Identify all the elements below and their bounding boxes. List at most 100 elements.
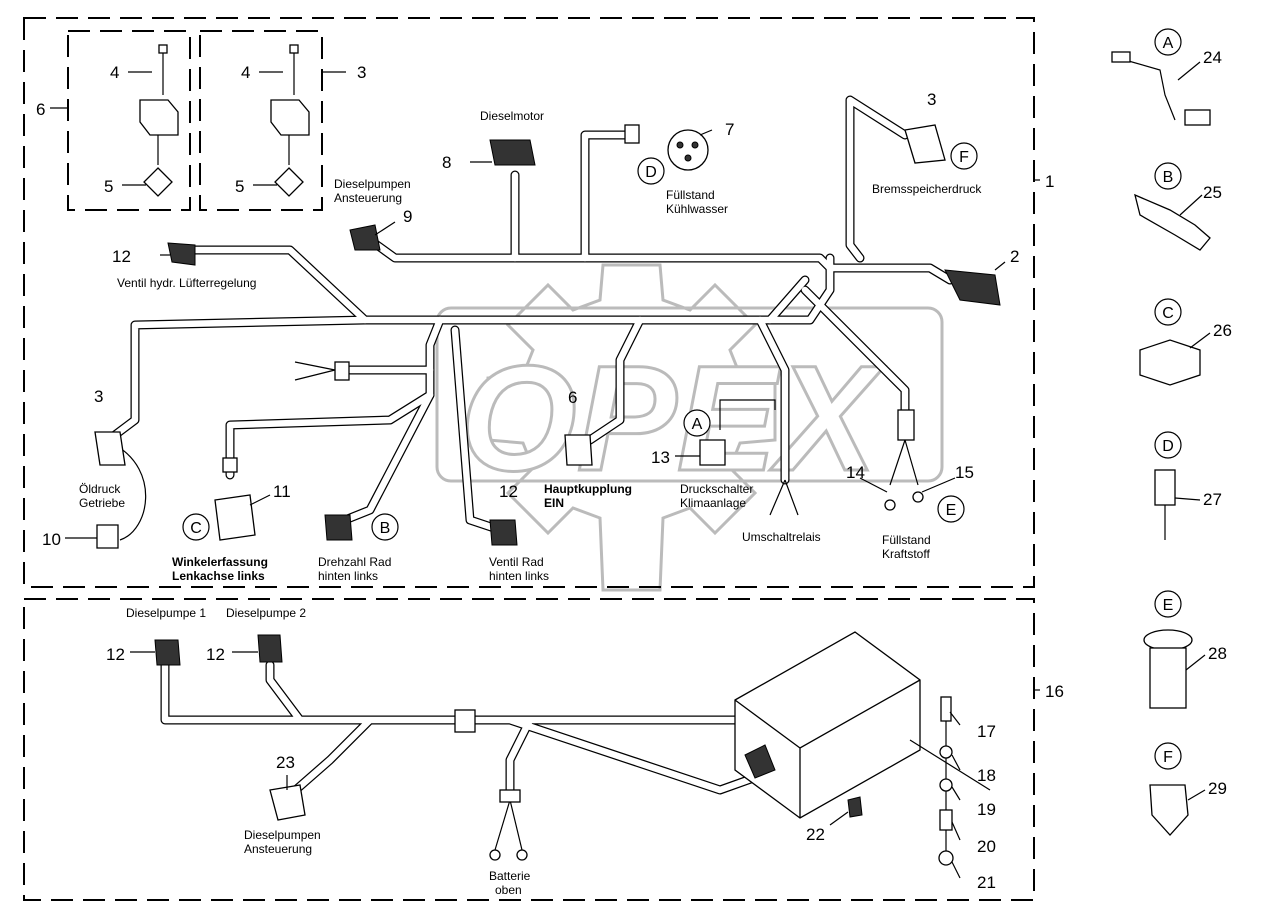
callout-7: 7 xyxy=(725,120,734,139)
control-box-icon xyxy=(734,631,921,819)
sleeve-icon xyxy=(624,124,640,144)
label-bremsspeicherdruck: Bremsspeicherdruck xyxy=(872,182,982,196)
callout-3: 3 xyxy=(94,387,103,406)
label-hinten-links: hinten links xyxy=(489,569,549,583)
label-fuellstand: Füllstand xyxy=(666,188,715,202)
callout-4: 4 xyxy=(110,63,119,82)
connector-12-pump1-icon xyxy=(154,639,181,666)
battery-terminal-icon xyxy=(489,849,501,861)
connector-9-icon xyxy=(349,224,381,251)
callout-2: 2 xyxy=(1010,247,1019,266)
label-getriebe: Getriebe xyxy=(79,496,125,510)
callout-23: 23 xyxy=(276,753,295,772)
connector-6-icon xyxy=(564,434,593,466)
detail-ref-a: A xyxy=(1163,35,1174,52)
upper-harness xyxy=(110,95,955,541)
callout-9: 9 xyxy=(403,207,412,226)
watermark-text: OPEX xyxy=(460,334,885,502)
label-dieselpumpe-1: Dieselpumpe 1 xyxy=(126,606,206,620)
callout-17: 17 xyxy=(977,722,996,741)
fuse-22-icon xyxy=(847,796,863,818)
label-ansteuerung: Ansteuerung xyxy=(334,191,402,205)
label-kuehlwasser: Kühlwasser xyxy=(666,202,728,216)
callout-11: 11 xyxy=(273,482,291,501)
callout-24: 24 xyxy=(1203,48,1222,67)
sleeve-icon xyxy=(897,409,915,441)
screw-17-icon xyxy=(940,696,952,722)
connector-3-brake-icon xyxy=(904,124,946,164)
part-28-tube-icon xyxy=(1149,647,1187,709)
callout-12: 12 xyxy=(106,645,125,664)
detail-ref-d: D xyxy=(1162,438,1174,455)
label-druckschalter: Druckschalter xyxy=(680,482,753,496)
watermark-frame xyxy=(435,306,944,483)
callout-26: 26 xyxy=(1213,321,1232,340)
nut-21-icon xyxy=(938,850,954,866)
label-dieselpumpen-lower: Dieselpumpen xyxy=(244,828,321,842)
subgroup-3-parts xyxy=(253,44,346,197)
callout-4: 4 xyxy=(241,63,250,82)
part-24-plug-icon xyxy=(1184,109,1211,126)
bolt-head-icon xyxy=(158,44,168,54)
callout-10: 10 xyxy=(42,530,61,549)
seal-icon xyxy=(274,167,304,197)
label-kraftstoff: Kraftstoff xyxy=(882,547,930,561)
callout-20: 20 xyxy=(977,837,996,856)
part-26-sensor-icon xyxy=(1139,339,1201,386)
upper-connectors xyxy=(94,124,1001,549)
lower-harness xyxy=(154,631,991,866)
upper-group-frame xyxy=(23,17,1035,588)
ref-a: A xyxy=(692,416,703,433)
bolt-head-icon xyxy=(289,44,299,54)
ref-b: B xyxy=(380,520,391,537)
grommet-icon xyxy=(454,709,476,733)
label-dieselpumpen: Dieselpumpen xyxy=(334,177,411,191)
connector-23-icon xyxy=(269,784,306,821)
sleeve-icon xyxy=(499,789,521,803)
callout-18: 18 xyxy=(977,766,996,785)
callout-6: 6 xyxy=(568,388,577,407)
spacer-20-icon xyxy=(939,809,953,831)
label-fuellstand-kraftstoff: Füllstand xyxy=(882,533,931,547)
label-drehzahl: Drehzahl Rad xyxy=(318,555,391,569)
clamp-icon xyxy=(222,457,238,473)
ref-e: E xyxy=(946,502,957,519)
label-hauptkupplung: Hauptkupplung xyxy=(544,482,632,496)
connector-b-icon xyxy=(324,514,353,541)
label-ansteuerung-lower: Ansteuerung xyxy=(244,842,312,856)
callout-19: 19 xyxy=(977,800,996,819)
lower-group-frame xyxy=(23,598,1035,901)
ring-terminal-15-icon xyxy=(912,491,924,503)
letter-refs: D F C B A E A B C D E F xyxy=(182,28,1182,770)
box-plug-icon xyxy=(744,744,776,779)
label-ventil-rad: Ventil Rad xyxy=(489,555,544,569)
connector-12-fan-icon xyxy=(167,242,196,266)
connector-13-icon xyxy=(699,439,726,466)
label-oben: oben xyxy=(495,883,522,897)
sensor-10-icon xyxy=(96,524,119,549)
callout-22: 22 xyxy=(806,825,825,844)
callout-27: 27 xyxy=(1203,490,1222,509)
label-dieselmotor: Dieselmotor xyxy=(480,109,544,123)
callout-3: 3 xyxy=(357,63,366,82)
detail-ref-c: C xyxy=(1162,305,1174,322)
label-ein: EIN xyxy=(544,496,564,510)
callout-16: 16 xyxy=(1045,682,1064,701)
leader-lines xyxy=(50,61,1211,879)
watermark: OPEX xyxy=(435,263,944,592)
callout-13: 13 xyxy=(651,448,670,467)
callout-15: 15 xyxy=(955,463,974,482)
seal-icon xyxy=(143,167,173,197)
callout-25: 25 xyxy=(1203,183,1222,202)
label-winkelerfassung: Winkelerfassung xyxy=(172,555,268,569)
connector-3-oil-icon xyxy=(94,431,126,466)
callout-12: 12 xyxy=(206,645,225,664)
callout-1: 1 xyxy=(1045,172,1054,191)
label-lenkachse: Lenkachse links xyxy=(172,569,265,583)
ref-d: D xyxy=(645,164,657,181)
subgroup-3-frame xyxy=(199,30,323,211)
ring-terminal-14-icon xyxy=(884,499,896,511)
label-klimaanlage: Klimaanlage xyxy=(680,496,746,510)
callout-numbers: 6 4 5 4 5 3 8 9 7 3 1 2 12 3 10 11 12 6 … xyxy=(36,48,1232,892)
